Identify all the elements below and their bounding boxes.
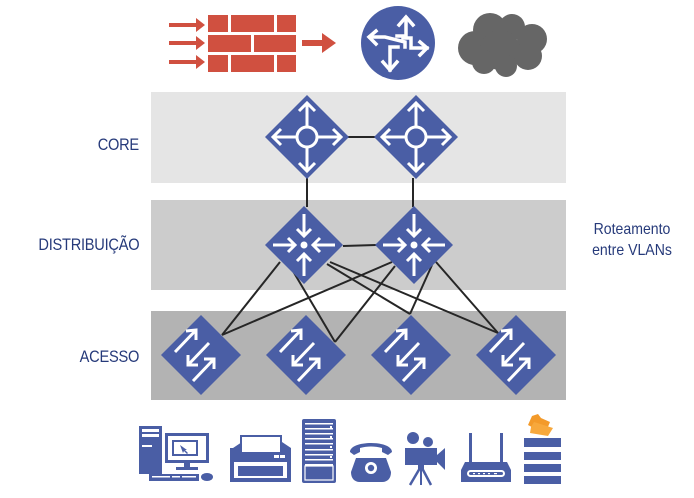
link-dist2-access2 [334, 265, 396, 343]
cloud-icon [458, 13, 547, 77]
layer-label-core: CORE [97, 135, 139, 154]
inter-vlan-routing-note: Roteamento entre VLANs [577, 219, 686, 261]
link-dist2-access4 [435, 261, 499, 334]
file-server-icon [524, 414, 561, 484]
link-dist1-access4 [329, 261, 499, 334]
access-switch-icon [371, 315, 451, 395]
link-dist2-access3 [409, 264, 433, 315]
link-dist2-access1 [221, 261, 393, 336]
desktop-computer-icon [139, 426, 213, 481]
server-icon [302, 419, 336, 483]
router-icon [361, 6, 435, 80]
core-switch-icon [265, 95, 349, 179]
firewall-icon [169, 15, 336, 72]
link-dist1-access3 [326, 263, 411, 315]
layer-label-distribution: DISTRIBUIÇÃO [38, 235, 139, 254]
link-dist1-dist2 [342, 244, 377, 247]
access-switch-icon [266, 315, 346, 395]
note-line-1: Roteamento [593, 221, 671, 238]
core-switch-icon [374, 95, 458, 179]
layer-label-access: ACESSO [79, 347, 140, 366]
multilayer-switch-icon [375, 206, 453, 284]
multilayer-switch-icon [265, 206, 343, 284]
access-switch-icon [161, 315, 241, 395]
printer-icon [230, 435, 291, 482]
link-dist1-access2 [289, 265, 336, 343]
telephone-icon [350, 443, 392, 482]
video-camera-icon [405, 432, 445, 486]
link-dist1-access1 [221, 261, 281, 336]
wireless-router-icon [461, 433, 511, 482]
access-switch-icon [476, 315, 556, 395]
links [221, 136, 499, 343]
folder-icon [528, 414, 553, 436]
note-line-2: entre VLANs [592, 242, 672, 259]
